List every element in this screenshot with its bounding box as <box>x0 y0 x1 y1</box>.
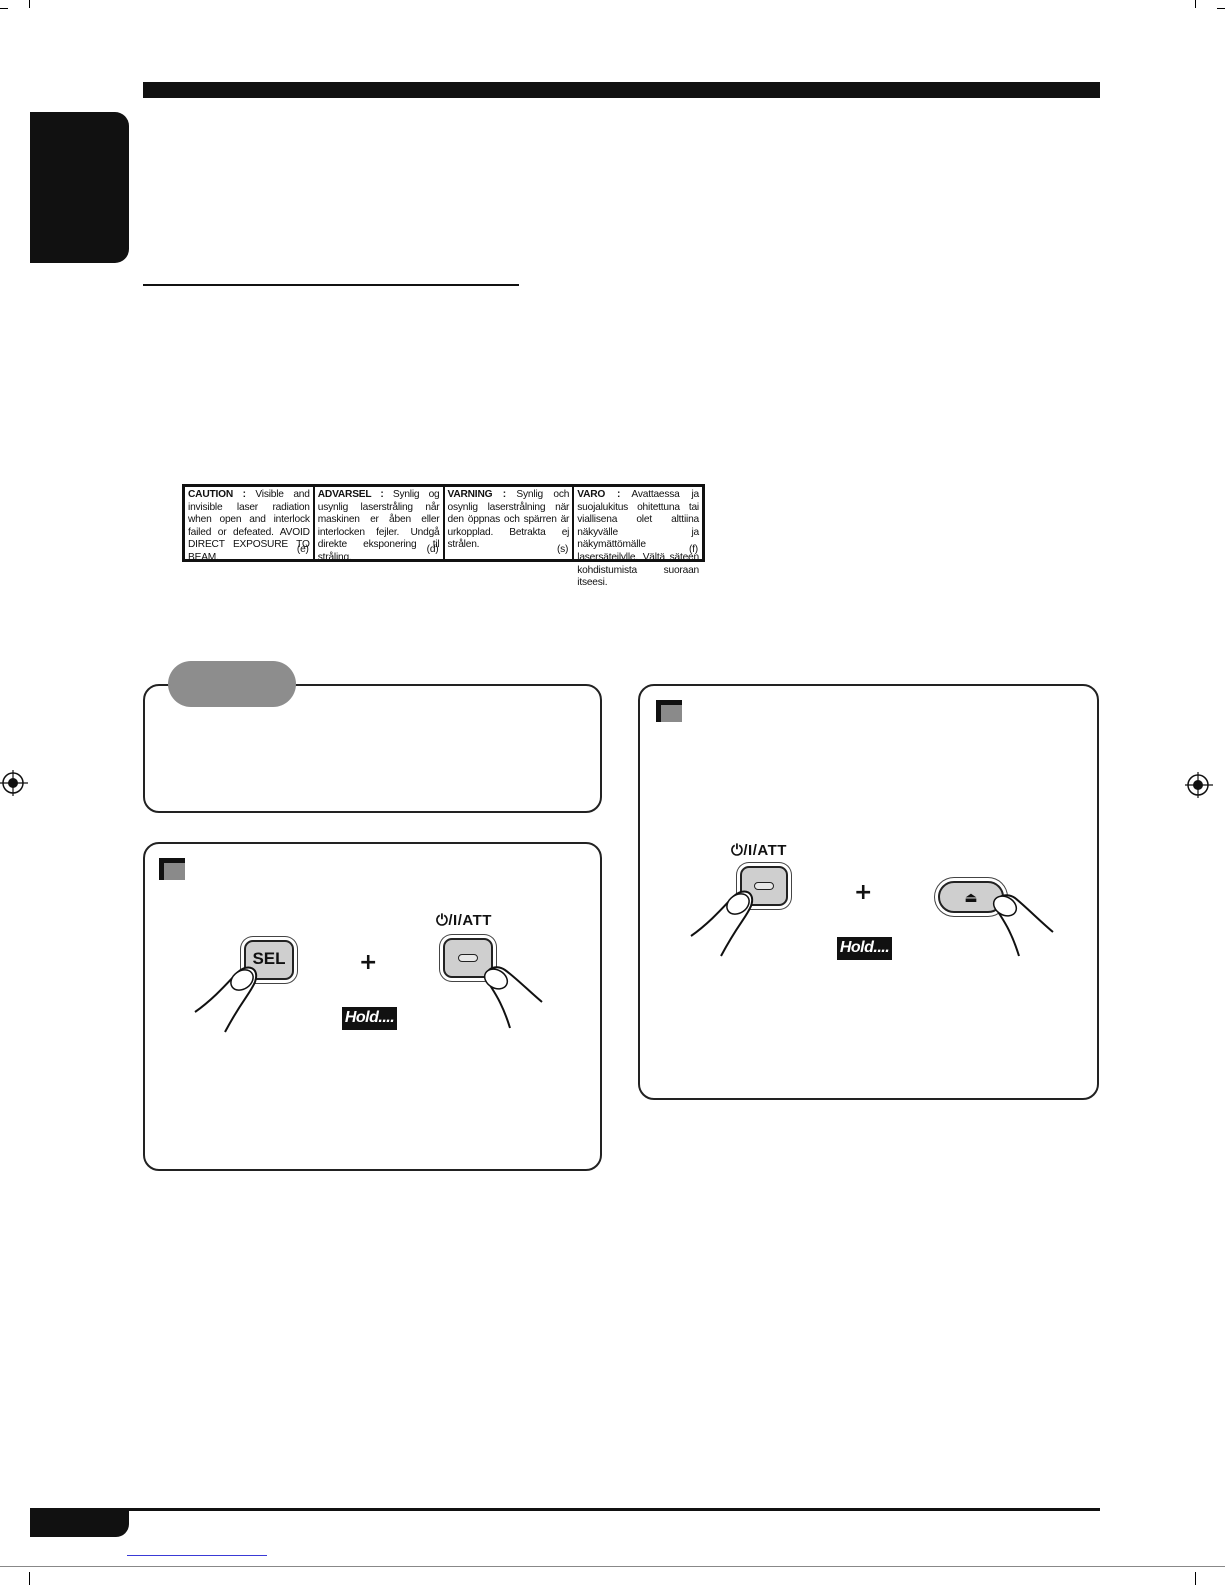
eject-icon: ⏏ <box>964 889 978 905</box>
footer-rule <box>30 1508 1100 1511</box>
finger-icon <box>690 890 754 957</box>
caution-text: Synlig og usynlig laserstråling når mask… <box>317 489 440 563</box>
hold-label: Hold.... <box>837 937 892 960</box>
header-bar <box>143 82 1100 98</box>
hold-label: Hold.... <box>342 1007 397 1030</box>
bottom-hairline <box>0 1566 1225 1567</box>
caution-cell-swedish: VARNING : Synlig och osynlig laserstråln… <box>442 487 573 559</box>
section-rule <box>143 284 519 286</box>
button-oval-icon <box>754 882 774 890</box>
crop-mark <box>1195 1572 1196 1585</box>
section-square-icon <box>159 858 185 880</box>
crop-mark <box>1195 0 1196 8</box>
caution-code: (f) <box>688 544 698 556</box>
crop-mark <box>29 0 30 8</box>
note-pill <box>168 661 296 707</box>
procedure-box-right <box>638 684 1099 1100</box>
caution-heading: VARO : <box>577 489 621 500</box>
caution-text: Synlig och osynlig laserstrålning när de… <box>447 489 570 551</box>
button-oval-icon <box>458 954 478 962</box>
language-tab <box>30 112 129 263</box>
caution-code: (e) <box>296 544 309 556</box>
caution-cell-danish: ADVARSEL : Synlig og usynlig laserstråli… <box>312 487 443 563</box>
section-square-icon <box>656 700 682 722</box>
crop-mark <box>29 1572 30 1585</box>
power-att-label: ⏻/I/ATT <box>436 912 492 929</box>
registration-mark-icon <box>1185 772 1213 798</box>
caution-cell-finnish: VARO : Avattaessa ja suojalukitus ohitet… <box>572 487 702 588</box>
caution-code: (d) <box>426 544 439 556</box>
crop-mark <box>1217 8 1225 9</box>
caution-heading: ADVARSEL : <box>317 489 384 500</box>
finger-icon <box>194 966 258 1033</box>
laser-caution-label: CAUTION : Visible and invisible laser ra… <box>182 484 705 588</box>
page-number-tab <box>30 1511 129 1537</box>
registration-mark-icon <box>0 770 28 796</box>
power-att-button <box>443 938 493 978</box>
caution-cell-english: CAUTION : Visible and invisible laser ra… <box>185 487 313 563</box>
caution-text: Visible and invisible laser radiation wh… <box>188 489 310 563</box>
finger-icon <box>483 966 543 1029</box>
caution-code: (s) <box>556 544 569 556</box>
caution-heading: CAUTION : <box>188 489 246 500</box>
power-att-label: ⏻/I/ATT <box>731 842 787 859</box>
plus-sign: + <box>359 950 378 975</box>
plus-sign: + <box>854 880 873 905</box>
sel-button-label: SEL <box>252 949 286 968</box>
footer-link-underline <box>127 1555 267 1556</box>
crop-mark <box>0 8 8 9</box>
finger-icon <box>992 894 1054 957</box>
caution-heading: VARNING : <box>447 489 507 500</box>
caution-text: Avattaessa ja suojalukitus ohitettuna ta… <box>577 489 699 589</box>
